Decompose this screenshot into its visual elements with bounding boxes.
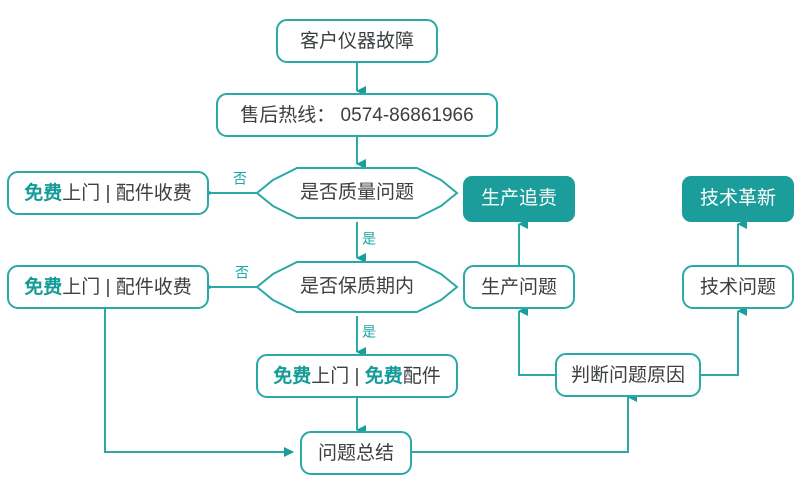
node-decision-warranty[interactable]: 是否保质期内 <box>255 261 459 313</box>
node-start-label: 客户仪器故障 <box>300 30 414 52</box>
node-result-paid-1-label-highlight: 免费 <box>24 181 62 204</box>
node-technical-innovation-label: 技术革新 <box>700 187 776 209</box>
node-decision-warranty-shape[interactable] <box>255 261 459 313</box>
edge-diagnose-to-technical <box>700 306 747 376</box>
node-result-paid-1[interactable]: 免费上门 | 配件收费 <box>7 171 209 215</box>
node-diagnose-shape[interactable] <box>555 353 701 397</box>
node-result-paid-1-label-rest: 上门 | 配件收费 <box>62 182 192 204</box>
node-summary-shape[interactable] <box>300 431 412 475</box>
node-production-issue[interactable]: 生产问题 <box>463 265 575 309</box>
node-result-free-label-end: 配件 <box>403 365 441 387</box>
node-result-paid-2-label: 免费上门 | 配件收费 <box>24 275 192 298</box>
edge-label-quality-yes: 是 <box>362 231 376 247</box>
node-production-accountability-label: 生产追责 <box>481 187 557 209</box>
node-diagnose-label: 判断问题原因 <box>571 364 685 386</box>
edge-summary-to-diagnose <box>411 392 637 453</box>
node-result-free-label-hl1: 免费 <box>273 364 311 387</box>
node-start[interactable]: 客户仪器故障 <box>276 19 438 63</box>
node-result-paid-2[interactable]: 免费上门 | 配件收费 <box>7 265 209 309</box>
node-technical-innovation[interactable]: 技术革新 <box>682 176 794 222</box>
node-result-free[interactable]: 免费上门 | 免费配件 <box>256 354 458 398</box>
connectors <box>104 62 747 457</box>
node-result-free-shape[interactable] <box>256 354 458 398</box>
node-decision-warranty-label: 是否保质期内 <box>300 275 414 297</box>
node-result-paid-1-label: 免费上门 | 配件收费 <box>24 181 192 204</box>
node-production-issue-label: 生产问题 <box>481 276 557 298</box>
node-technical-innovation-shape[interactable] <box>682 176 794 222</box>
node-technical-issue-shape[interactable] <box>682 265 794 309</box>
node-production-accountability-shape[interactable] <box>463 176 575 222</box>
edge-label-quality-no: 否 <box>233 171 247 187</box>
edge-paid2-to-summary <box>104 306 294 457</box>
node-diagnose[interactable]: 判断问题原因 <box>555 353 701 397</box>
node-technical-issue-label: 技术问题 <box>700 276 776 298</box>
node-decision-quality-shape[interactable] <box>255 167 459 219</box>
node-technical-issue[interactable]: 技术问题 <box>682 265 794 309</box>
node-production-issue-shape[interactable] <box>463 265 575 309</box>
node-result-free-label-mid: 上门 | <box>311 365 365 387</box>
node-result-free-label-hl2: 免费 <box>365 364 403 387</box>
node-start-shape[interactable] <box>276 19 438 63</box>
node-result-paid-2-shape[interactable] <box>7 265 209 309</box>
node-summary[interactable]: 问题总结 <box>300 431 412 475</box>
node-decision-quality-label: 是否质量问题 <box>300 181 414 203</box>
node-hotline[interactable]: 售后热线： 0574-86861966 <box>216 93 498 137</box>
node-result-free-label: 免费上门 | 免费配件 <box>273 364 441 387</box>
node-summary-label: 问题总结 <box>318 442 394 464</box>
edge-label-warranty-no: 否 <box>235 265 249 281</box>
node-result-paid-2-label-rest: 上门 | 配件收费 <box>62 276 192 298</box>
node-result-paid-1-shape[interactable] <box>7 171 209 215</box>
node-decision-quality[interactable]: 是否质量问题 <box>255 167 459 219</box>
node-result-paid-2-label-highlight: 免费 <box>24 275 62 298</box>
node-hotline-label: 售后热线： 0574-86861966 <box>240 104 473 126</box>
edge-label-warranty-yes: 是 <box>362 324 376 340</box>
edge-diagnose-to-production <box>518 306 556 376</box>
node-hotline-shape[interactable] <box>216 93 498 137</box>
node-production-accountability[interactable]: 生产追责 <box>463 176 575 222</box>
